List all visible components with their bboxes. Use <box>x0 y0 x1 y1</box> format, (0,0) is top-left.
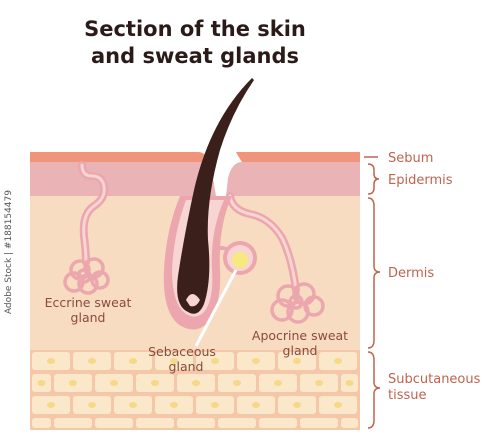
hair-papilla <box>186 294 200 307</box>
dermis-label: Dermis <box>388 266 434 281</box>
fat-cell-nucleus <box>211 358 219 364</box>
fat-cell-nucleus <box>293 358 301 364</box>
fat-cell-nucleus <box>170 402 178 408</box>
eccrine-label-line-2: gland <box>71 310 106 325</box>
hair-shaft <box>177 78 254 314</box>
sebum-layer-right <box>236 152 360 162</box>
epidermis-bracket <box>367 163 380 195</box>
fat-cell-nucleus <box>192 380 200 386</box>
eccrine-label-line-1: Eccrine sweat <box>45 295 132 310</box>
epidermis-label: Epidermis <box>388 173 453 188</box>
fat-cell-nucleus <box>69 380 77 386</box>
fat-cell <box>32 418 51 428</box>
fat-cell-nucleus <box>252 358 260 364</box>
fat-cell-nucleus <box>47 358 55 364</box>
fat-cell <box>300 418 338 428</box>
fat-cell-nucleus <box>211 402 219 408</box>
fat-cell <box>95 418 133 428</box>
sebaceous-label-line-2: gland <box>169 359 204 374</box>
apocrine-coil <box>270 282 325 324</box>
fat-cell <box>136 418 174 428</box>
fat-cell <box>259 418 297 428</box>
subcutaneous-label-line-2: tissue <box>388 388 427 403</box>
sebum-layer-left <box>30 152 208 162</box>
fat-cell-nucleus <box>88 358 96 364</box>
fat-cell-nucleus <box>47 402 55 408</box>
title-line-1: Section of the skin <box>84 17 306 41</box>
fat-cell-nucleus <box>334 402 342 408</box>
fat-cell <box>341 418 358 428</box>
fat-cell-nucleus <box>233 380 241 386</box>
fat-cell-nucleus <box>37 380 46 386</box>
apocrine-label-line-2: gland <box>283 343 318 358</box>
fat-cells <box>32 352 358 428</box>
fat-cell-nucleus <box>315 380 323 386</box>
subcutaneous-bracket <box>367 351 381 429</box>
eccrine-duct-inner <box>80 163 106 264</box>
fat-cell-nucleus <box>334 358 342 364</box>
fat-cell-nucleus <box>170 358 178 364</box>
fat-cell <box>54 418 92 428</box>
fat-cell-nucleus <box>110 380 118 386</box>
apocrine-label-line-1: Apocrine sweat <box>252 328 348 343</box>
fat-cell-nucleus <box>274 380 282 386</box>
eccrine-coil <box>63 257 110 295</box>
subcutaneous-label-line-1: Subcutaneous <box>388 372 481 387</box>
fat-cell-nucleus <box>252 402 260 408</box>
sebum-label: Sebum <box>388 151 433 166</box>
stock-watermark: Adobe Stock | #188154479 <box>4 190 14 315</box>
fat-cell-nucleus <box>88 402 96 408</box>
sebaceous-gland-core <box>232 252 248 268</box>
epidermis-layer <box>30 162 360 196</box>
sebaceous-pointer <box>194 269 238 347</box>
fat-cell-nucleus <box>129 402 137 408</box>
apocrine-duct-inner <box>228 194 298 292</box>
fat-cell-nucleus <box>345 380 354 386</box>
sebaceous-label-line-1: Sebaceous <box>148 344 216 359</box>
title-line-2: and sweat glands <box>91 44 299 68</box>
dermis-bracket <box>367 197 381 349</box>
layer-brackets <box>364 156 381 429</box>
fat-cell-nucleus <box>129 358 137 364</box>
fat-cell <box>218 418 256 428</box>
fat-cell <box>177 418 215 428</box>
sebaceous-duct <box>213 246 230 252</box>
fat-cell-nucleus <box>293 402 301 408</box>
fat-cell-nucleus <box>151 380 159 386</box>
